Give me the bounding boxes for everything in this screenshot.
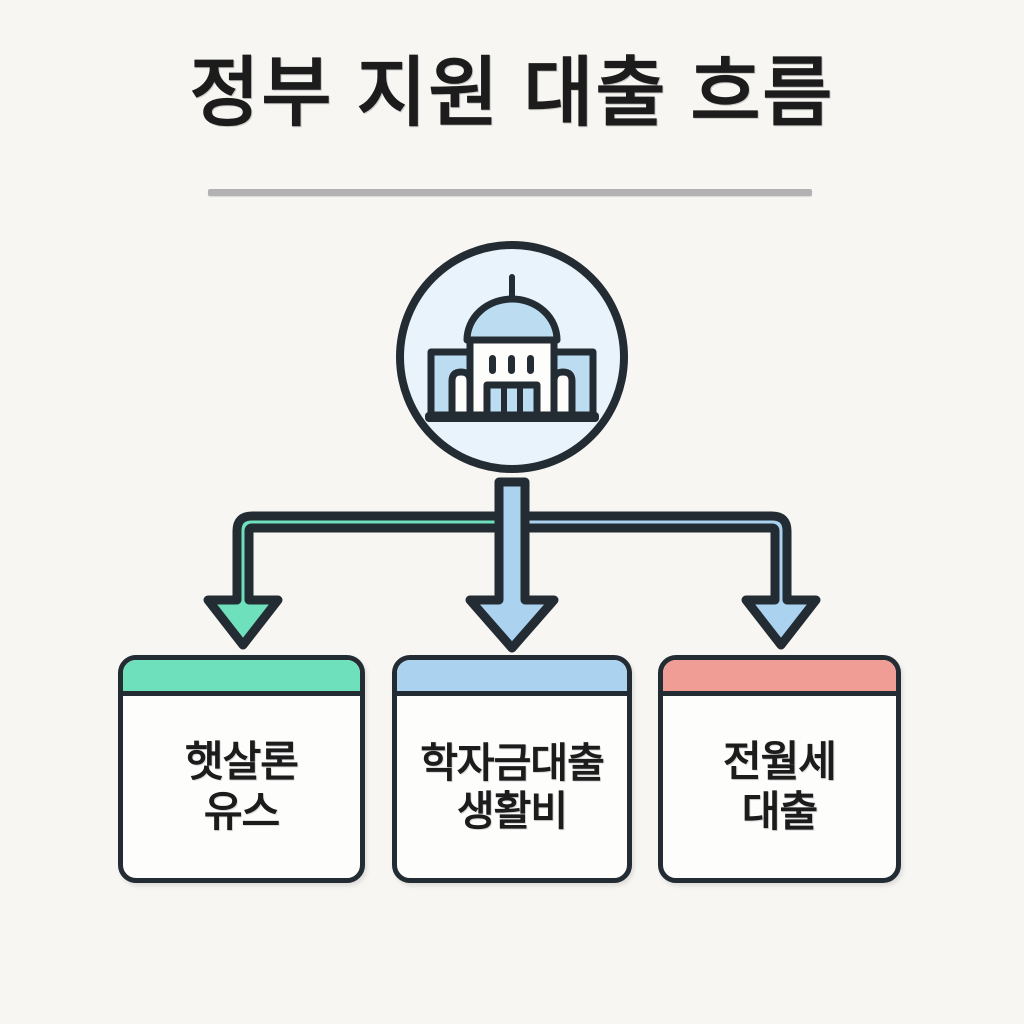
connector-left <box>203 511 517 650</box>
card-body: 전월세 대출 <box>663 696 896 878</box>
card-body: 학자금대출 생활비 <box>397 696 627 878</box>
loan-card-jeonse-monthly-rent[interactable]: 전월세 대출 <box>658 655 901 883</box>
title-divider <box>208 189 812 196</box>
card-label: 전월세 대출 <box>723 738 837 835</box>
card-accent-bar <box>123 660 360 696</box>
title-block: 정부 지원 대출 흐름 <box>0 56 1024 132</box>
card-accent-bar <box>397 660 627 696</box>
government-building-icon <box>425 274 599 422</box>
loan-card-student-living[interactable]: 학자금대출 생활비 <box>392 655 632 883</box>
connector-right <box>507 511 821 650</box>
card-accent-bar <box>663 660 896 696</box>
card-label: 학자금대출 생활비 <box>420 739 605 834</box>
connector-center <box>465 477 559 653</box>
page-title: 정부 지원 대출 흐름 <box>189 51 835 136</box>
loan-card-hatsalon-youth[interactable]: 햇살론 유스 <box>118 655 365 883</box>
card-label: 햇살론 유스 <box>185 738 299 835</box>
card-body: 햇살론 유스 <box>123 696 360 878</box>
